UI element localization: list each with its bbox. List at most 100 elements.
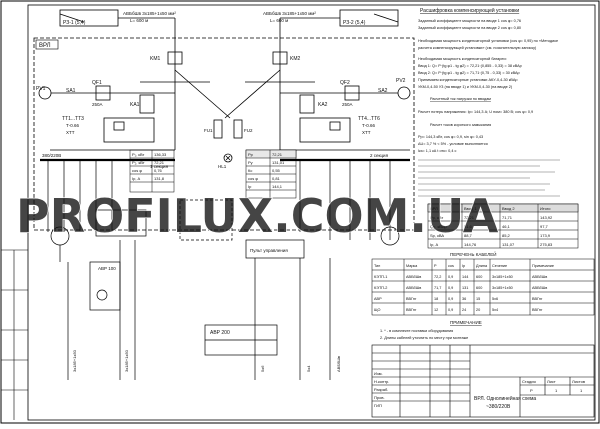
cl-r0c1: АВБбШв [406,275,421,279]
watermark: PROFILUX.COM.UA [16,189,499,243]
feeder-left [59,9,176,38]
feeder-right-length: L= 600 м [270,18,288,23]
note-line-13: ΔU= 3,7 % < 5% - условие выполняется [418,142,488,146]
input-switchgear [139,38,315,163]
ts-r2c0: cos φ [132,168,142,173]
drawing-border [27,4,596,421]
cl-r0c7: АВБбШв [532,275,547,279]
vert-cable-4: 5х4 [306,365,311,372]
cl-h1: Марка [406,264,418,268]
cl-r0c6: 3х185+1х50 [492,275,513,279]
ts-r0c1: 136,33 [154,152,167,157]
feeder-right-cable: АВБбШв 3х185+1х50 мм² [263,11,316,16]
cl-r2c3: 0,9 [448,297,453,301]
tr-r0c3: 143,92 [540,215,553,220]
vert-cable-3: 5х6 [260,365,265,372]
tr-r2c3: 173,9 [540,233,551,238]
tr-r1c1: 51,6 [464,224,473,229]
tr-r1c2: 46,1 [502,224,511,229]
drawing-subtitle: ~380/220В [486,404,511,410]
cl-r1c4: 131 [462,286,468,290]
cl-r1c3: 0,9 [448,286,453,290]
feeder-left-label: РЗ-1 (5,4) [63,20,86,26]
stamp-val-0: Р [530,388,533,393]
qf1-label: QF1 [92,80,102,86]
hl1-label: HL1 [218,164,227,169]
cl-r3c5: 20 [476,308,480,312]
table-right-text: ВРЛ Ввод 1 Ввод 2 Итого Рр, кВт 72,21 71… [430,206,553,247]
tr-h0: ВРЛ [430,206,438,211]
cl-r3c6: 5х4 [492,308,498,312]
tr-r0c2: 71,71 [502,215,513,220]
cl-r1c5: 600 [476,286,482,290]
formula-lines [418,159,560,197]
cl-r0c4: 144 [462,275,468,279]
tr-r2c0: Sр, кВА [430,233,444,238]
cl-r0c0: КЭТП-1 [374,275,387,279]
tr-r3c1: 144,76 [464,242,477,247]
cl-r1c7: АВБбШв [532,286,547,290]
cl-r2c4: 36 [462,297,466,301]
right-measurement [280,85,411,151]
tc-r1c1: 131,01 [272,160,285,165]
cl-r3c7: ВВГнг [532,308,543,312]
cl-r2c2: 18 [434,297,438,301]
feeder-left-length: L= 600 м [130,18,148,23]
footnote-2: 2. Длины кабелей уточнить по месту при м… [380,336,468,340]
feeder-right [279,9,399,38]
stamp-col-0: Стадия [522,379,536,384]
title-block-text: Изм. Н.контр. Разраб. Пров. ГИП Стадия Л… [374,371,585,408]
checklist-title: ПЕРЕЧЕНЬ КАБЕЛЕЙ [450,250,496,257]
ts-r3c0: Iр, А [132,176,141,181]
tt-left-ratio: Т-0.66 [66,123,80,128]
cl-r3c4: 24 [462,308,466,312]
tr-r3c2: 131,07 [502,242,515,247]
tr-r1c3: 97,7 [540,224,549,229]
vert-cable-2: 3х185+1х50 [124,349,129,372]
cl-r1c0: КЭТП-2 [374,286,387,290]
tc-r1c0: Ру [248,160,253,165]
xtt-left: XTT [66,130,75,135]
tr-r2c2: 85,2 [502,233,511,238]
tc-r2c1: 0,55 [272,168,281,173]
left-margin [1,249,28,420]
tr-h2: Ввод 2 [502,206,515,211]
pv1-label: PV1 [36,86,46,92]
stamp-col-1: Лист [547,379,556,384]
title-block-frame [371,344,595,418]
stamp-row-1: Н.контр. [374,379,389,384]
note-line-6: Ввод 2: Q= P·(tg φ1 - tg φ2) = 71,71·(0,… [418,71,520,75]
cl-r0c3: 0,9 [448,275,453,279]
qf1-rating: 250А [92,102,103,107]
note-line-8: УКМ-0,4-50 У3 (на вводе 1) и УКМ-0,4-30 … [418,85,513,89]
vert-cable-5: АВБбШв [336,356,341,372]
xtt-right: XTT [362,130,371,135]
notes-lines: Заданный коэффициент мощности на вводе 1… [418,19,558,153]
vert-cable-1: 3х185+1х50 [72,349,77,372]
tc-r0c1: 72,21 [272,152,283,157]
ts-r3c1: 131,8 [154,176,165,181]
tt-right-label: ТТ4...ТТ6 [358,116,380,122]
control-panel-label: Пульт управления [250,248,288,253]
km1-label: KM1 [150,56,161,62]
cl-h4: Iр [462,264,465,268]
note-line-10: Расчет потерь напряжения: Ip= 144,3 А; U… [418,110,533,114]
tc-r0c0: Рр [248,152,254,157]
shield-lighting-label: АВР 100 [98,266,116,271]
cl-r2c5: 15 [476,297,480,301]
km2-label: KM2 [290,56,301,62]
cl-h2: Р [434,264,437,268]
cl-r3c3: 0,9 [448,308,453,312]
tc-r2c0: Кс [248,168,252,173]
cl-r3c0: ЩО [374,308,381,312]
ts-r1c0: Р₂, кВт [132,160,145,165]
stamp-val-2: 1 [580,388,583,393]
cl-h5: Длина [476,264,488,268]
tc-r3c1: 0,81 [272,176,281,181]
cl-r0c5: 600 [476,275,482,279]
cl-r1c1: АВБбШв [406,286,421,290]
footnote-1: 1. * - в комплекте поставки оборудования [380,329,453,333]
tc-r4c1: 144,1 [272,184,283,189]
qf2-rating: 250А [342,102,353,107]
